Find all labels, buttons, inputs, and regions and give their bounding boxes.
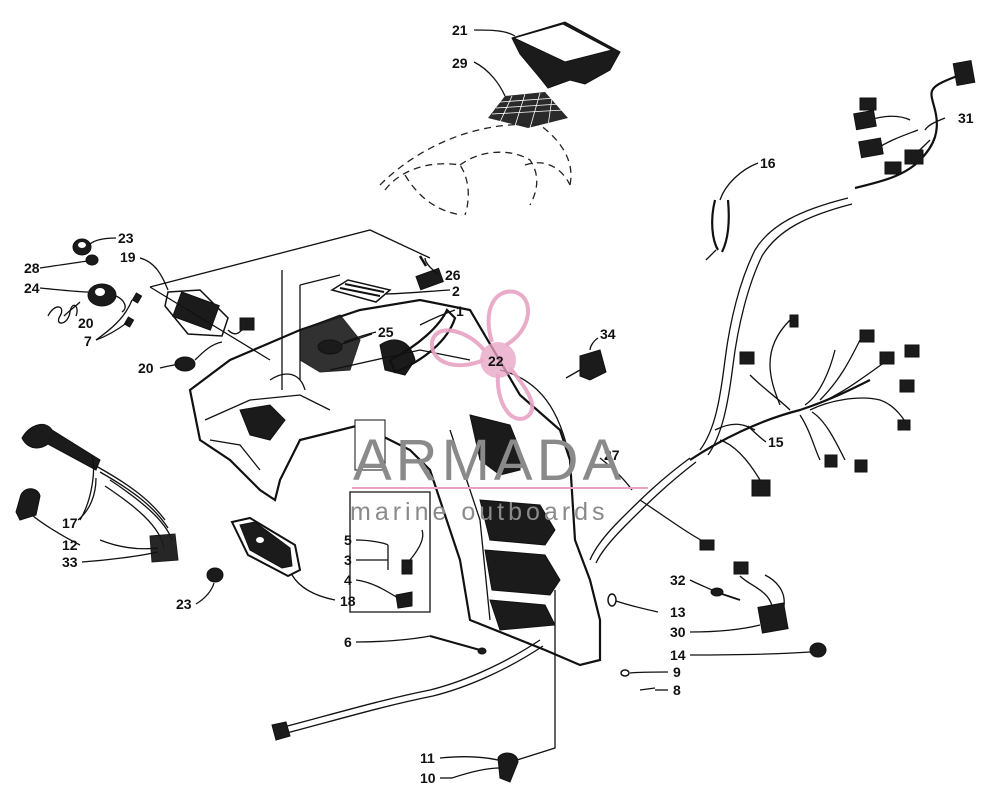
part-harness-15 <box>689 314 920 497</box>
propeller-blade-top <box>486 289 530 347</box>
label-27: 27 <box>604 447 620 463</box>
part-cable-33 <box>99 479 179 563</box>
part-main-bracket <box>188 298 602 667</box>
leader-lines-upper <box>149 229 431 390</box>
label-2: 2 <box>452 283 460 299</box>
cowl-outline-dashed <box>379 123 572 216</box>
part-nut-14 <box>809 642 827 658</box>
label-8: 8 <box>673 682 681 698</box>
propeller-blade-left <box>429 328 486 368</box>
part-hardware-3-4-5 <box>349 491 431 613</box>
label-23a: 23 <box>118 230 134 246</box>
part-plug-23b <box>206 567 224 583</box>
label-12: 12 <box>62 537 78 553</box>
part-regulator-30 <box>733 561 789 634</box>
part-cap-23 <box>72 238 92 256</box>
label-33: 33 <box>62 554 78 570</box>
part-throttle-17 <box>21 423 169 529</box>
part-panel-18 <box>230 516 302 578</box>
watermark-brand: ARMADA <box>353 428 625 493</box>
label-29: 29 <box>452 55 468 71</box>
label-13: 13 <box>670 604 686 620</box>
part-gauge-panel-19 <box>164 289 255 337</box>
label-4: 4 <box>344 572 352 588</box>
label-20a: 20 <box>78 315 94 331</box>
part-mesh-screen <box>488 92 568 129</box>
propeller-hub <box>480 342 516 378</box>
part-toggle-26 <box>415 255 444 291</box>
label-11: 11 <box>420 750 435 766</box>
label-28: 28 <box>24 260 40 276</box>
label-23b: 23 <box>176 596 192 612</box>
part-harness-16 <box>699 197 853 456</box>
logo-part-label-22: 22 <box>488 353 504 369</box>
label-7: 7 <box>84 333 92 349</box>
part-washer-13 <box>607 593 617 607</box>
label-15: 15 <box>768 434 784 450</box>
part-plate-2 <box>330 279 392 303</box>
propeller-logo-icon <box>429 289 535 421</box>
label-32: 32 <box>670 572 686 588</box>
label-26: 26 <box>445 267 461 283</box>
part-plate-1 <box>388 308 457 374</box>
label-30: 30 <box>670 624 686 640</box>
watermark: 22 ARMADA marine outboards <box>350 289 648 526</box>
part-cover-plate <box>511 21 621 89</box>
label-19: 19 <box>120 249 136 265</box>
label-25: 25 <box>378 324 394 340</box>
label-16: 16 <box>760 155 776 171</box>
label-5: 5 <box>344 532 352 548</box>
part-lower-cable <box>271 639 544 741</box>
leader-11 <box>516 590 556 761</box>
label-6: 6 <box>344 634 352 650</box>
part-key-switch-24 <box>87 283 126 313</box>
part-harness-27 <box>589 457 715 564</box>
part-connector-34 <box>565 349 607 381</box>
part-washer-9 <box>620 669 630 677</box>
leader-lines <box>31 29 946 779</box>
part-harness-31 <box>853 60 976 190</box>
label-14: 14 <box>670 647 686 663</box>
watermark-tagline: marine outboards <box>350 498 609 526</box>
propeller-blade-right <box>495 366 535 421</box>
label-3: 3 <box>344 552 352 568</box>
label-24: 24 <box>24 280 40 296</box>
part-bolt-32 <box>710 587 741 601</box>
label-1: 1 <box>456 303 464 319</box>
part-clips-7 <box>123 292 143 328</box>
label-34: 34 <box>600 326 616 342</box>
label-31: 31 <box>958 110 974 126</box>
part-connector-20b <box>174 341 223 372</box>
label-10: 10 <box>420 770 436 786</box>
part-labels: 21 29 16 31 23 19 28 24 20 7 20 26 2 1 2… <box>24 22 974 786</box>
label-9: 9 <box>673 664 681 680</box>
part-bolt-6 <box>429 635 487 655</box>
part-clip-11 <box>451 752 519 783</box>
label-18: 18 <box>340 593 356 609</box>
part-lever-12 <box>15 488 41 521</box>
label-21: 21 <box>452 22 468 38</box>
label-20b: 20 <box>138 360 154 376</box>
part-screw-8 <box>639 687 656 691</box>
label-17: 17 <box>62 515 78 531</box>
part-nut-28 <box>85 254 99 266</box>
part-switch-25 <box>317 333 373 355</box>
